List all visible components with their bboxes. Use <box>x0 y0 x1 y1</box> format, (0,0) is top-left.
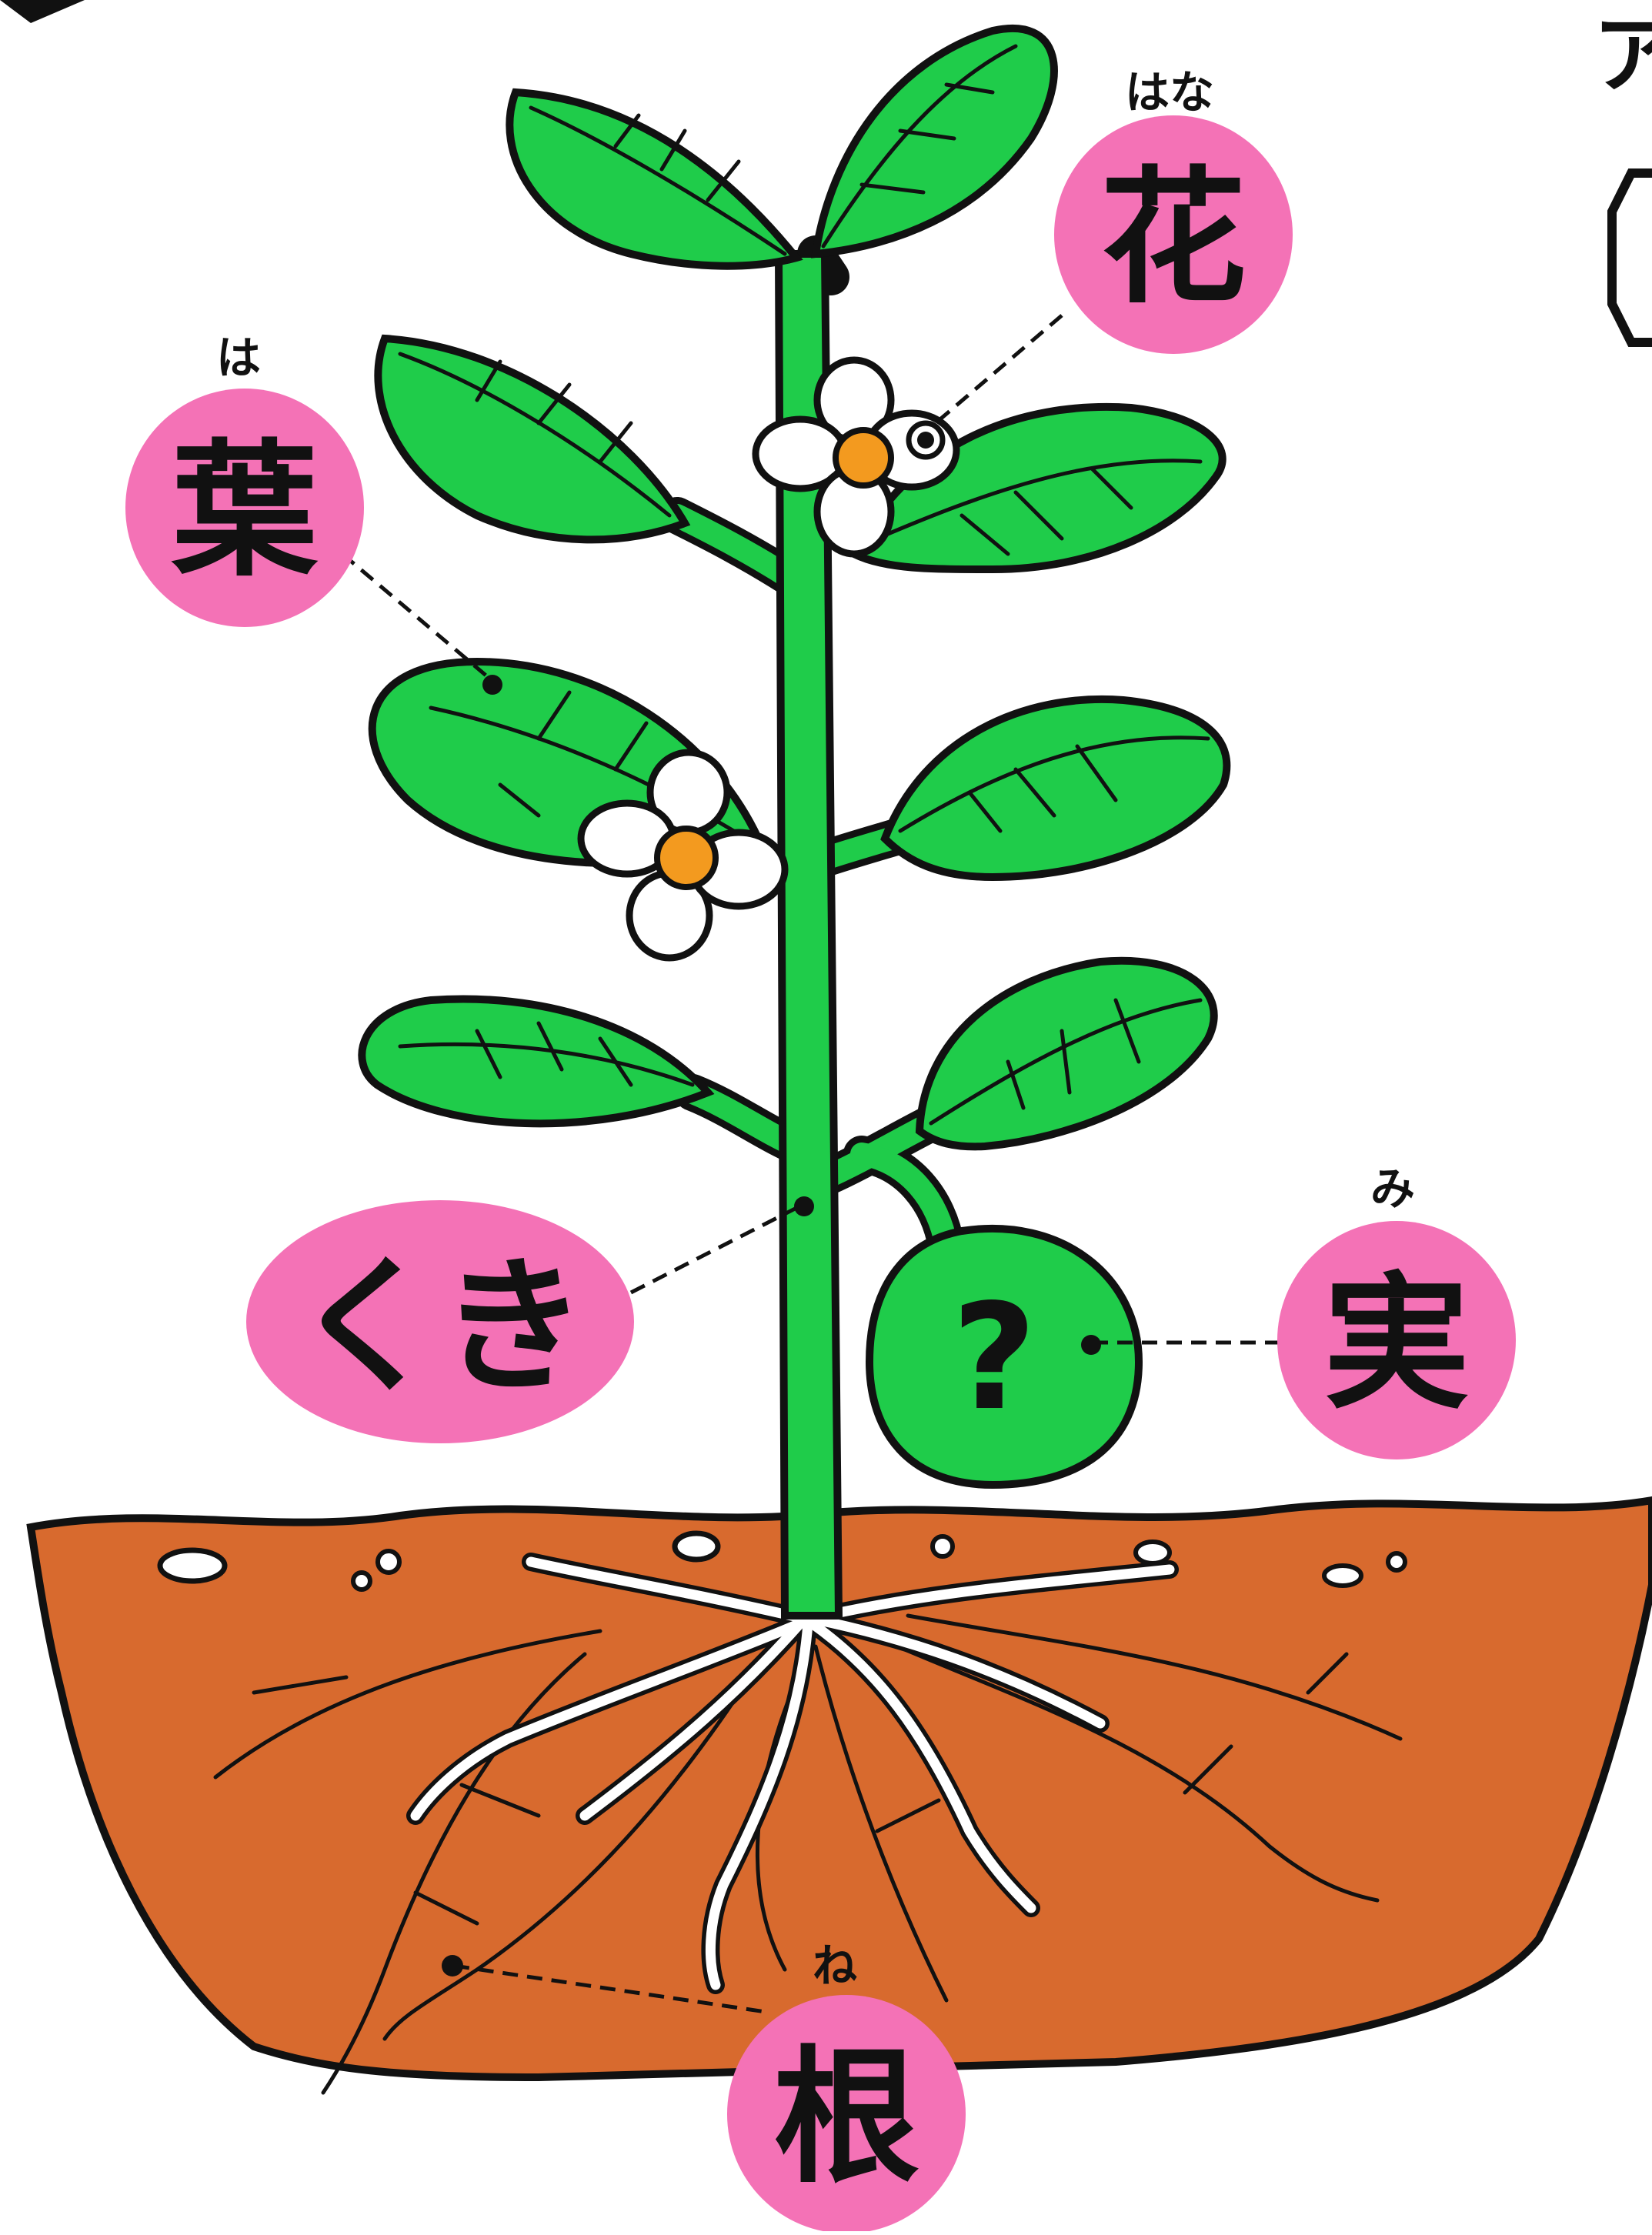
leaf-label: は 葉 <box>125 332 364 627</box>
flower-label: はな 花 <box>1054 66 1293 354</box>
fruit-question-mark: ? <box>952 1273 1036 1443</box>
leaf-reading: は <box>216 332 261 384</box>
corner-arrow-shape <box>0 0 85 23</box>
stem-text: くき <box>294 1242 586 1412</box>
flower-reading: はな <box>1125 66 1214 118</box>
fruit-label: み 実 <box>1277 1163 1516 1459</box>
fruit-icon: ? <box>869 1229 1139 1485</box>
root-reading: ね <box>813 1940 857 1992</box>
edge-glyph: ア <box>1593 6 1652 105</box>
fruit-kanji: 実 <box>1323 1259 1470 1429</box>
flower-kanji: 花 <box>1100 153 1247 323</box>
fruit-reading: み <box>1370 1163 1415 1215</box>
stem-label: くき <box>246 1200 634 1443</box>
leaf-kanji: 葉 <box>171 426 319 596</box>
root-kanji: 根 <box>773 2033 919 2203</box>
edge-bracket <box>1612 173 1652 342</box>
